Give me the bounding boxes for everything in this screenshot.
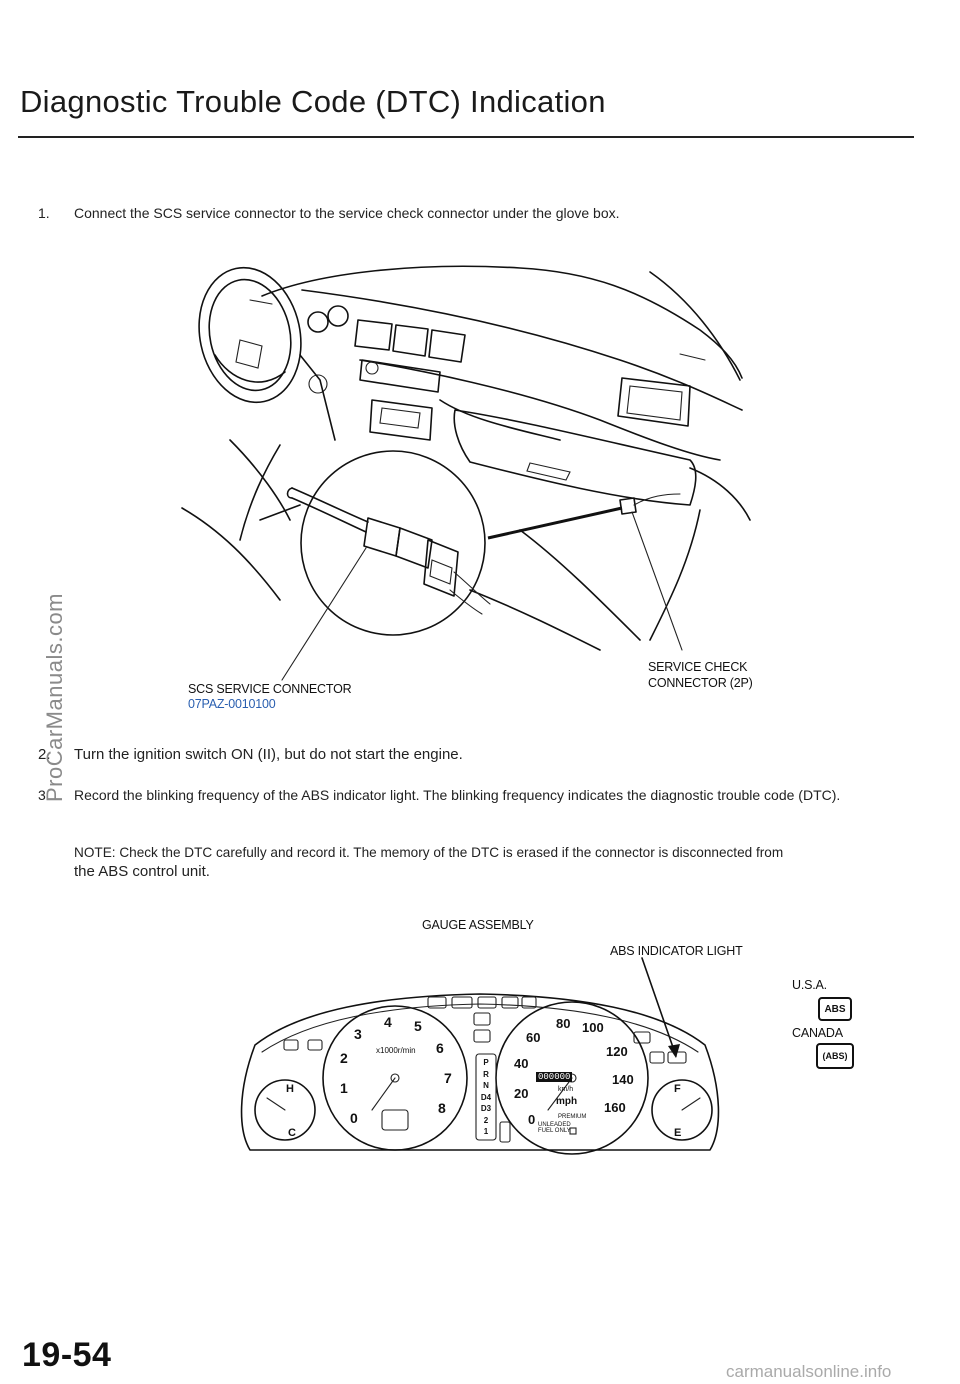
temp-c: C [288, 1127, 296, 1139]
gear-d4: D4 [480, 1092, 492, 1102]
tach-8: 8 [438, 1100, 446, 1116]
abs-indicator-light-label: ABS INDICATOR LIGHT [610, 944, 743, 958]
title-divider [18, 136, 914, 138]
tach-1: 1 [340, 1080, 348, 1096]
step-3: 3. Record the blinking frequency of the … [38, 785, 906, 829]
speedo-120: 120 [606, 1044, 628, 1059]
canada-label: CANADA [792, 1026, 843, 1040]
gear-1: 1 [483, 1127, 489, 1136]
speedo-unit: mph [556, 1096, 578, 1107]
speedo-60: 60 [526, 1030, 541, 1045]
fuel-e: E [674, 1127, 682, 1139]
tach-2: 2 [340, 1050, 348, 1066]
tach-4: 4 [384, 1014, 392, 1030]
tach-0: 0 [350, 1110, 358, 1126]
speedo-40: 40 [514, 1056, 529, 1071]
fuel-note-2: UNLEADED FUEL ONLY [538, 1122, 571, 1134]
fuel-note-1: PREMIUM [558, 1114, 587, 1120]
abs-icon-usa: ABS [818, 997, 852, 1021]
footer-site: carmanualsonline.info [726, 1362, 892, 1381]
step-1: 1. Connect the SCS service connector to … [38, 203, 918, 223]
gear-indicator: P R N D4 D3 2 1 [478, 1057, 494, 1138]
fuel-f: F [674, 1083, 681, 1095]
speedo-0: 0 [528, 1112, 536, 1127]
step-3-number: 3. [38, 787, 50, 803]
step-3-text: Record the blinking frequency of the ABS… [74, 787, 841, 803]
speedo-20: 20 [514, 1086, 529, 1101]
speedo-160: 160 [604, 1100, 626, 1115]
step-1-number: 1. [38, 205, 50, 221]
gear-n: N [483, 1081, 489, 1090]
abs-icon-canada-text: (ABS) [822, 1051, 848, 1061]
step-2-text: Turn the ignition switch ON (II), but do… [74, 746, 463, 763]
speedo-140: 140 [612, 1072, 634, 1087]
tach-3: 3 [354, 1026, 362, 1042]
odometer: 000000 [536, 1072, 573, 1082]
speedo-80: 80 [556, 1016, 571, 1031]
tach-unit: x1000r/min [376, 1046, 416, 1055]
usa-label: U.S.A. [792, 978, 827, 992]
scs-part-number: 07PAZ-0010100 [188, 697, 276, 711]
service-check-label-line1: SERVICE CHECK [648, 660, 748, 674]
tach-5: 5 [414, 1018, 422, 1034]
step-2: 2. Turn the ignition switch ON (II), but… [38, 745, 918, 765]
page-number: 19-54 [22, 1336, 112, 1374]
note-line-2: the ABS control unit. [74, 863, 210, 880]
note-line-1: NOTE: Check the DTC carefully and record… [74, 845, 784, 860]
step-1-text: Connect the SCS service connector to the… [74, 205, 620, 221]
gear-d3: D3 [480, 1104, 492, 1113]
scs-connector-label: SCS SERVICE CONNECTOR [188, 682, 352, 696]
page-title: Diagnostic Trouble Code (DTC) Indication [20, 84, 606, 119]
step-2-number: 2. [38, 746, 51, 763]
service-check-label-line2: CONNECTOR (2P) [648, 676, 753, 690]
abs-icon-usa-text: ABS [824, 1004, 846, 1015]
gauge-assembly-label: GAUGE ASSEMBLY [422, 918, 534, 932]
warning-lights-row [283, 996, 687, 1064]
tach-6: 6 [436, 1040, 444, 1056]
speedo-100: 100 [582, 1020, 604, 1035]
tach-7: 7 [444, 1070, 452, 1086]
gear-2: 2 [483, 1115, 489, 1125]
side-watermark: ProCarManuals.com [42, 592, 67, 802]
gear-r: R [483, 1069, 489, 1079]
gear-p: P [483, 1058, 489, 1067]
temp-h: H [286, 1083, 294, 1095]
abs-icon-canada: (ABS) [816, 1043, 854, 1069]
kmh-unit: km/h [558, 1086, 574, 1093]
